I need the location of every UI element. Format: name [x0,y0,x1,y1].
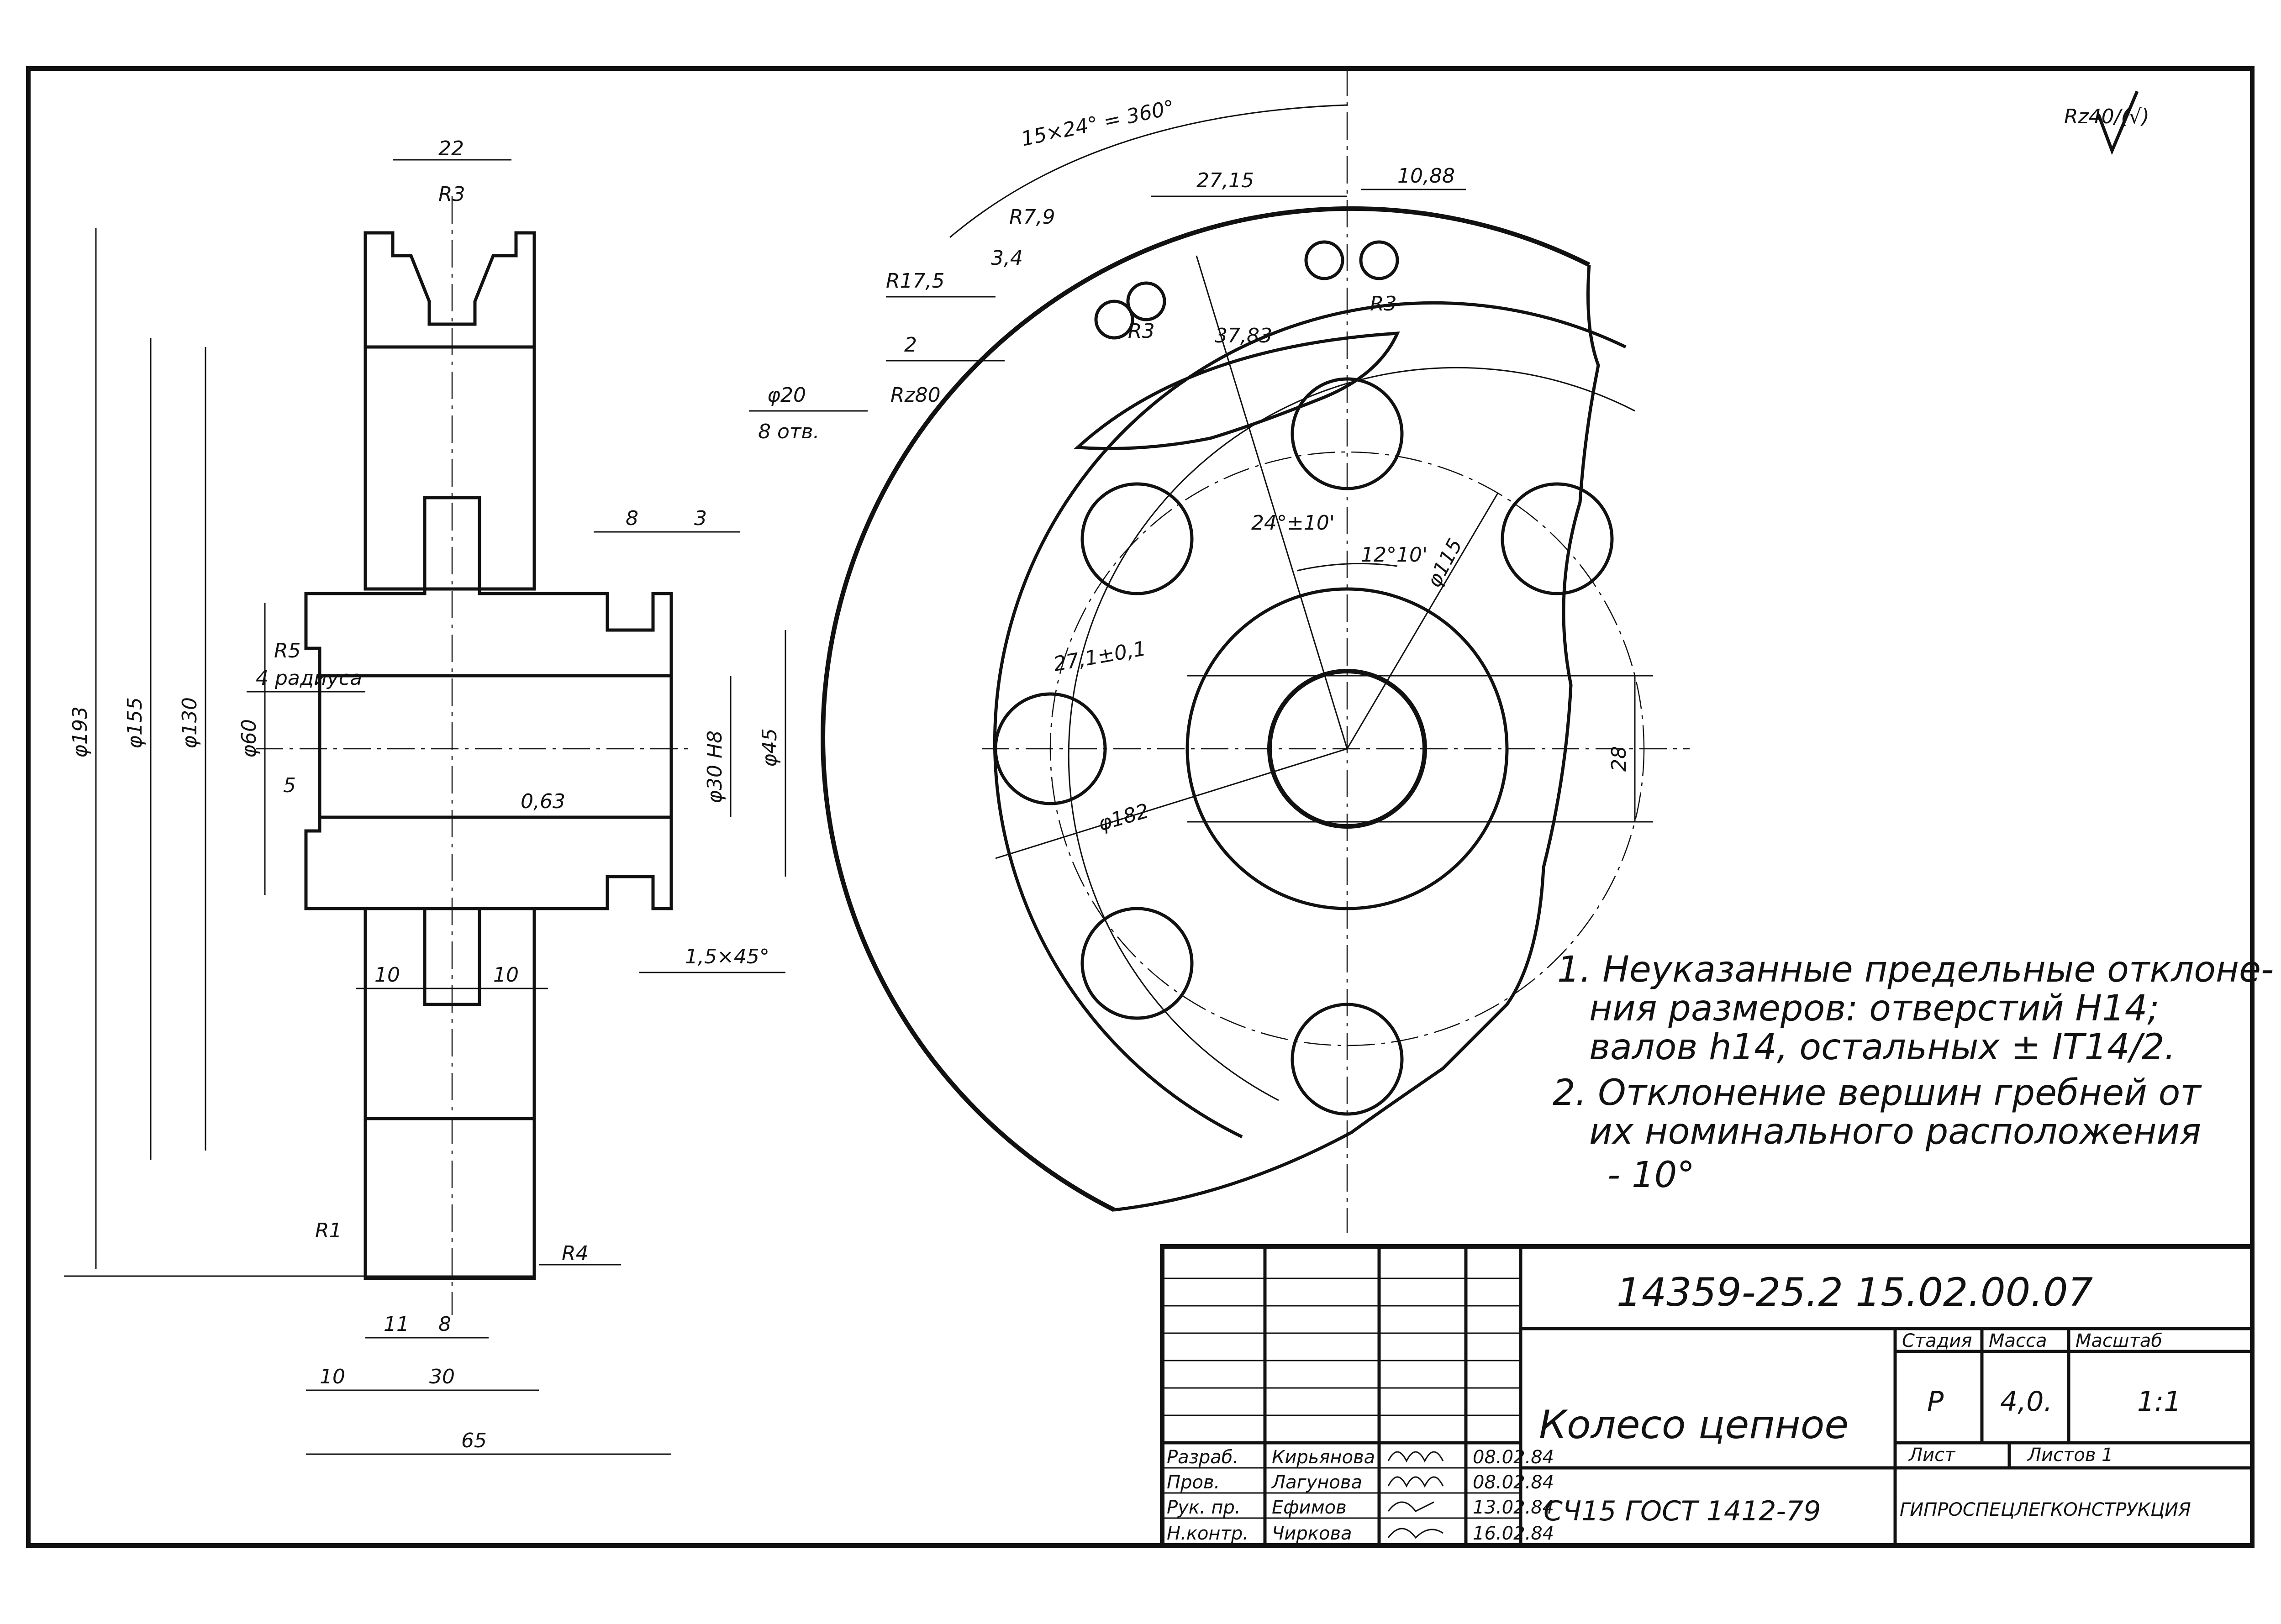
svg-text:37,83: 37,83 [1215,324,1272,347]
svg-text:2: 2 [904,333,917,357]
svg-text:φ45: φ45 [758,728,781,767]
rim-top-section [363,231,536,349]
svg-text:Лист: Лист [1908,1445,1956,1466]
svg-text:65: 65 [461,1429,487,1452]
material: СЧ15 ГОСТ 1412-79 [1543,1495,1821,1527]
svg-text:10: 10 [493,963,519,987]
svg-text:Лагунова: Лагунова [1271,1472,1362,1493]
svg-text:R17,5: R17,5 [886,269,945,293]
svg-text:10: 10 [374,963,400,987]
svg-text:Ефимов: Ефимов [1272,1497,1347,1518]
svg-text:24°±10': 24°±10' [1251,511,1335,535]
web-top [363,345,536,591]
svg-text:R7,9: R7,9 [1009,205,1055,229]
svg-text:5: 5 [283,774,296,797]
svg-text:Разраб.: Разраб. [1167,1447,1238,1468]
svg-text:8: 8 [438,1313,451,1336]
svg-text:10: 10 [320,1365,345,1388]
note-line: 2. Отклонение вершин гребней от [1553,1072,2202,1114]
tooth-section [1074,331,1400,450]
note-line: 1. Неуказанные предельные отклоне- [1557,949,2274,990]
svg-text:R3: R3 [438,183,465,206]
side-view: 22 R3 φ193 φ155 φ130 φ60 φ30 H8 φ45 R5 4… [64,137,786,1455]
svg-text:3,4: 3,4 [991,247,1023,270]
svg-text:10,88: 10,88 [1397,164,1455,188]
svg-text:Масса: Масса [1989,1330,2047,1351]
svg-text:R1: R1 [315,1219,342,1242]
svg-text:R4: R4 [562,1242,589,1265]
svg-text:8 отв.: 8 отв. [758,420,819,443]
svg-text:1,5×45°: 1,5×45° [685,945,769,968]
bore [318,674,673,819]
hub-section-lower [304,815,673,1006]
svg-text:15×24° = 360°: 15×24° = 360° [1019,96,1177,151]
svg-text:4,0.: 4,0. [2000,1386,2053,1418]
svg-text:27,1±0,1: 27,1±0,1 [1052,637,1148,676]
svg-text:φ155: φ155 [123,697,147,749]
note-line: ния размеров: отверстий H14; [1589,988,2160,1029]
svg-text:08.02.84: 08.02.84 [1473,1472,1554,1493]
svg-text:φ193: φ193 [68,706,92,758]
svg-text:Листов 1: Листов 1 [2027,1445,2113,1466]
svg-text:φ115: φ115 [1422,535,1467,591]
part-name: Колесо цепное [1539,1402,1849,1448]
svg-text:08.02.84: 08.02.84 [1473,1447,1554,1468]
svg-text:Кирьянова: Кирьянова [1272,1447,1375,1468]
surface-finish-mark: Rz40/(√) [2064,90,2149,155]
rim-bottom-section [363,1117,536,1280]
svg-text:Стадия: Стадия [1902,1330,1972,1351]
svg-text:8: 8 [626,507,638,530]
technical-notes: 1. Неуказанные предельные отклоне- ния р… [1553,949,2274,1196]
svg-text:Рук. пр.: Рук. пр. [1167,1497,1241,1518]
svg-text:Rz80: Rz80 [890,384,941,407]
svg-text:4 радиуса: 4 радиуса [256,667,362,690]
svg-text:R5: R5 [274,639,301,662]
sheet-frame [26,66,2255,1548]
svg-text:Р: Р [1927,1386,1944,1418]
svg-text:1:1: 1:1 [2137,1386,2181,1418]
svg-text:13.02.84: 13.02.84 [1473,1497,1554,1518]
svg-text:3: 3 [694,507,707,530]
title-block: 14359-25.2 15.02.00.07 Колесо цепное СЧ1… [1160,1244,2255,1548]
hole [1080,907,1194,1020]
web-bottom [363,907,536,1120]
svg-text:φ20: φ20 [767,384,806,407]
svg-text:0,63: 0,63 [521,790,565,813]
svg-text:φ182: φ182 [1096,799,1152,836]
organization: ГИПРОСПЕЦЛЕГКОНСТРУКЦИЯ [1900,1499,2191,1520]
svg-text:22: 22 [438,137,464,160]
hole [1080,482,1194,595]
hole [1501,482,1614,595]
svg-text:30: 30 [429,1365,455,1388]
svg-text:27,15: 27,15 [1196,169,1254,192]
note-line: их номинального расположения [1589,1111,2201,1152]
note-line: валов h14, остальных ± IT14/2. [1589,1027,2176,1068]
note-line: - 10° [1607,1155,1695,1196]
svg-text:Масштаб: Масштаб [2076,1330,2162,1351]
svg-text:R3: R3 [1370,292,1397,315]
svg-text:Чиркова: Чиркова [1272,1523,1352,1544]
svg-text:R3: R3 [1128,320,1155,343]
svg-text:φ60: φ60 [237,719,261,758]
doc-number: 14359-25.2 15.02.00.07 [1617,1270,2093,1315]
hub-section-upper [304,496,673,678]
svg-text:Пров.: Пров. [1167,1472,1220,1493]
svg-text:φ30 H8: φ30 H8 [703,731,727,804]
svg-text:28: 28 [1607,746,1631,772]
svg-text:Rz40/(√): Rz40/(√) [2064,105,2149,128]
front-view: 15×24° = 360° 27,15 10,88 R7,9 3,4 R17,5… [749,68,1690,1233]
svg-text:Н.контр.: Н.контр. [1167,1523,1248,1544]
svg-text:φ130: φ130 [178,697,201,749]
svg-text:12°10': 12°10' [1361,543,1428,567]
svg-text:11: 11 [384,1313,409,1336]
svg-text:16.02.84: 16.02.84 [1473,1523,1554,1544]
